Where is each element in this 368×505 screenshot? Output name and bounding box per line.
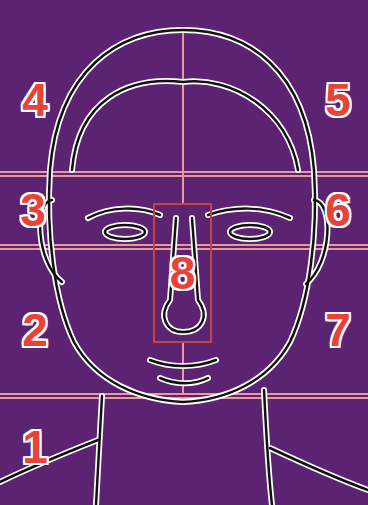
callout-number: 2 <box>22 307 48 353</box>
callout-number: 6 <box>325 187 351 233</box>
callout-number: 4 <box>22 77 48 123</box>
callout-number: 3 <box>20 187 46 233</box>
region-box: 8 <box>153 203 212 343</box>
callout-number: 8 <box>170 250 196 296</box>
face-lines <box>0 30 368 505</box>
face-halo <box>0 30 368 505</box>
callout-number: 1 <box>22 424 48 470</box>
callout-number: 7 <box>325 307 351 353</box>
callout-number: 5 <box>325 77 351 123</box>
